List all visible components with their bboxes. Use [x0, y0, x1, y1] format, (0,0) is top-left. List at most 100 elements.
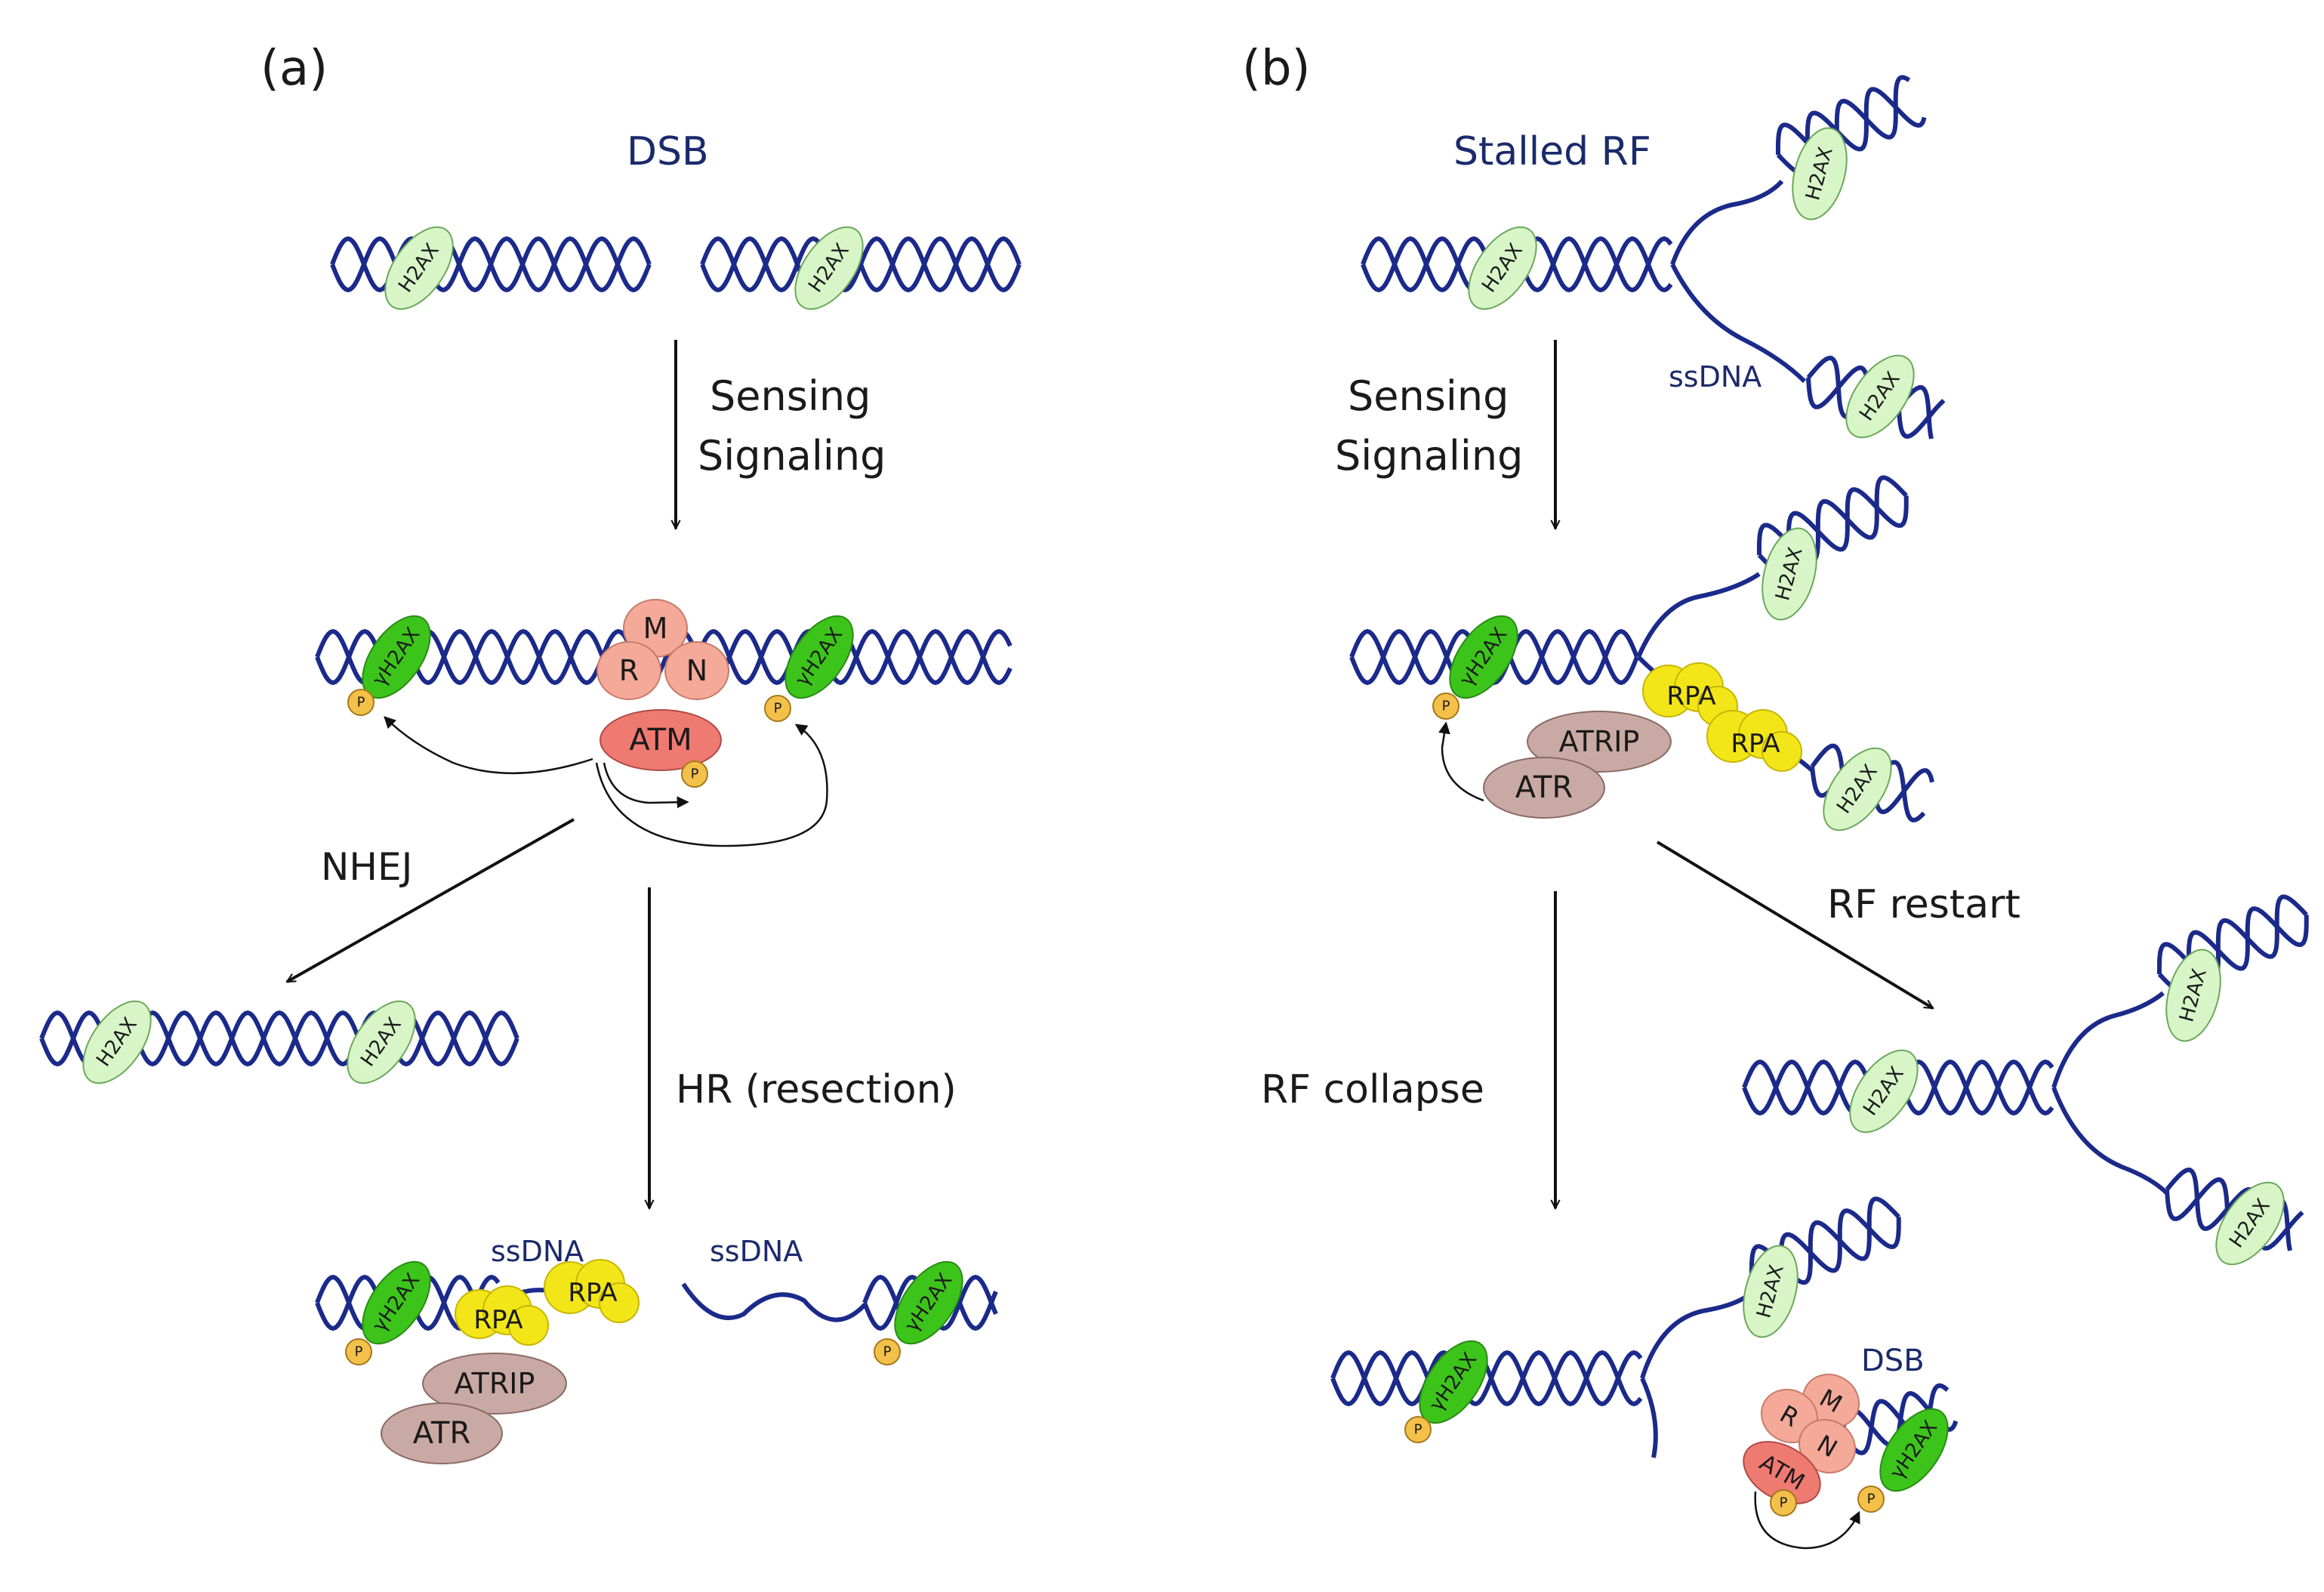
- dna-helix: [330, 236, 652, 293]
- phospho-p: P: [764, 695, 791, 722]
- rpa-complex: RPA: [1706, 709, 1802, 772]
- dna-helix: [700, 236, 1022, 293]
- svg-text:P: P: [1414, 1422, 1422, 1438]
- fork-lower-strand: [1670, 263, 1807, 384]
- atm-kinase: ATM: [1743, 1441, 1821, 1504]
- svg-text:R: R: [619, 654, 639, 687]
- h2ax-histone: H2AX: [1823, 747, 1892, 831]
- phospho-p: P: [681, 761, 708, 788]
- svg-text:RPA: RPA: [568, 1278, 617, 1308]
- signaling-label: Signaling: [698, 432, 886, 480]
- phospho-p: P: [1432, 693, 1459, 720]
- svg-text:ATR: ATR: [1515, 770, 1573, 805]
- h2ax-histone: H2AX: [2215, 1181, 2285, 1266]
- fork-upper-strand: [2051, 991, 2165, 1088]
- atrip-protein: ATRIP: [1527, 711, 1672, 773]
- phosphorylation-arrow: [603, 762, 689, 809]
- h2ax-histone: H2AX: [1761, 527, 1817, 621]
- h2ax-histone: H2AX: [1468, 226, 1537, 310]
- h2ax-histone: H2AX: [1849, 1049, 1919, 1134]
- svg-text:ATRIP: ATRIP: [1559, 725, 1640, 758]
- h2ax-histone: H2AX: [1792, 127, 1848, 221]
- hr-label: HR (resection): [676, 1067, 957, 1112]
- svg-text:P: P: [1780, 1495, 1788, 1511]
- nhej-label: NHEJ: [321, 845, 412, 889]
- phosphorylation-arrow: [1754, 1491, 1860, 1550]
- h2ax-histone: H2AX: [1743, 1245, 1798, 1338]
- panel-a-title: DSB: [627, 129, 709, 174]
- h2ax-histone: H2AX: [347, 1000, 416, 1084]
- phospho-p: P: [1857, 1486, 1885, 1513]
- dna-strand: [1756, 475, 1908, 564]
- h2ax-histone: H2AX: [2165, 949, 2221, 1042]
- fork-upper-strand: [1636, 572, 1761, 659]
- signaling-label: Signaling: [1335, 432, 1523, 480]
- rad50-r: R: [596, 641, 661, 700]
- sensing-label: Sensing: [1348, 372, 1509, 420]
- dna-strand: [315, 628, 1013, 686]
- svg-text:ATR: ATR: [413, 1416, 470, 1451]
- svg-text:RPA: RPA: [1731, 729, 1780, 759]
- svg-text:P: P: [1867, 1492, 1876, 1507]
- atrip-protein: ATRIP: [422, 1353, 567, 1415]
- phospho-p: P: [1770, 1489, 1797, 1516]
- dna-strand: [2165, 1168, 2304, 1251]
- ssdna-label: ssDNA: [710, 1235, 803, 1268]
- svg-text:P: P: [774, 701, 782, 717]
- dna-strand: [2156, 894, 2308, 983]
- svg-text:N: N: [686, 654, 707, 687]
- dna-strand: [1330, 1350, 1643, 1407]
- rpa-complex: RPA: [455, 1285, 549, 1346]
- rf-collapse-label: RF collapse: [1261, 1067, 1484, 1112]
- svg-text:RPA: RPA: [1666, 681, 1715, 711]
- svg-text:RPA: RPA: [473, 1305, 522, 1335]
- panel-b-tag: (b): [1242, 41, 1311, 97]
- rf-restart-label: RF restart: [1827, 882, 2020, 927]
- phosphorylation-arrow: [384, 716, 593, 775]
- sensing-label: Sensing: [710, 372, 871, 420]
- fork-lower-strand: [2051, 1086, 2169, 1196]
- mre11-m: M: [623, 599, 688, 658]
- fork-broken-strand: [1640, 1377, 1658, 1458]
- phospho-p: P: [345, 1338, 372, 1365]
- panel-a-tag: (a): [260, 41, 328, 97]
- ssdna-strand: [681, 1282, 867, 1322]
- svg-text:ATM: ATM: [629, 723, 692, 757]
- fork-upper-strand: [1670, 179, 1784, 266]
- svg-text:P: P: [691, 767, 699, 782]
- svg-text:P: P: [355, 1344, 363, 1360]
- phospho-p: P: [347, 689, 374, 716]
- h2ax-histone: H2AX: [82, 1000, 152, 1084]
- mrn-complex: M R N: [1760, 1373, 1860, 1474]
- svg-text:P: P: [357, 695, 365, 711]
- rf-restart-arrow: [1656, 841, 1933, 1010]
- phospho-p: P: [1404, 1416, 1432, 1443]
- h2ax-histone: H2AX: [794, 226, 864, 310]
- svg-text:ATRIP: ATRIP: [455, 1367, 535, 1400]
- dna-strand: [700, 236, 1022, 293]
- panel-b-title: Stalled RF: [1453, 129, 1651, 174]
- ssdna-label: ssDNA: [1669, 360, 1761, 393]
- dna-helix: [1775, 75, 1927, 175]
- dna-strand: [1840, 1383, 1950, 1456]
- dsb-label: DSB: [1861, 1344, 1925, 1378]
- phosphorylation-arrow: [1438, 721, 1484, 802]
- rpa-complex: RPA: [544, 1259, 640, 1323]
- svg-text:P: P: [883, 1344, 892, 1360]
- nhej-arrow: [287, 818, 575, 983]
- dna-strand: [1775, 75, 1911, 164]
- gamma-h2ax: γH2AX: [784, 615, 854, 699]
- atr-kinase: ATR: [1483, 757, 1605, 819]
- nbs1-n: N: [664, 641, 729, 700]
- gamma-h2ax: γH2AX: [1879, 1408, 1949, 1492]
- h2ax-histone: H2AX: [1845, 354, 1915, 439]
- mrn-complex: M R N: [596, 599, 729, 700]
- atr-kinase: ATR: [381, 1402, 503, 1464]
- svg-text:M: M: [643, 612, 668, 645]
- fork-upper-strand: [1640, 1291, 1753, 1379]
- svg-text:P: P: [1442, 699, 1450, 714]
- h2ax-histone: H2AX: [384, 226, 454, 310]
- phospho-p: P: [874, 1338, 901, 1365]
- atm-kinase: ATM: [599, 709, 722, 771]
